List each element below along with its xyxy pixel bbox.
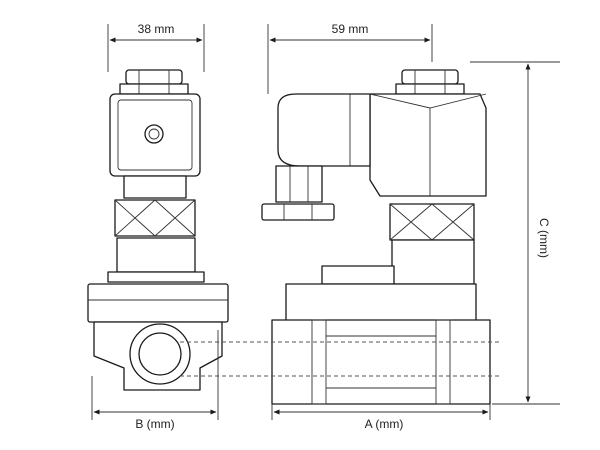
side-connector-plug <box>261 93 371 221</box>
dim-a: A (mm) <box>271 404 491 431</box>
dim-b: B (mm) <box>91 330 219 431</box>
front-coil-housing <box>109 93 201 199</box>
front-screw-icon <box>144 124 164 144</box>
dim-label-38mm: 38 mm <box>138 22 175 36</box>
side-view <box>180 69 500 405</box>
side-bonnet <box>321 239 475 285</box>
dim-38mm: 38 mm <box>107 22 205 72</box>
dim-label-c: C (mm) <box>537 218 551 258</box>
front-valve-body <box>87 283 229 391</box>
front-bonnet <box>107 237 205 283</box>
front-hex-nut <box>114 199 196 237</box>
front-view <box>87 69 229 391</box>
front-top-nut <box>119 69 189 95</box>
dim-59mm: 59 mm <box>267 22 433 94</box>
dim-c: C (mm) <box>470 61 560 405</box>
dim-label-a: A (mm) <box>365 417 404 431</box>
side-coil-housing <box>369 93 487 197</box>
side-top-nut <box>395 69 465 95</box>
port-hidden-lines <box>180 341 500 377</box>
dim-label-b: B (mm) <box>135 417 174 431</box>
dim-label-59mm: 59 mm <box>332 22 369 36</box>
side-valve-body <box>271 283 491 405</box>
side-hex-nut <box>389 203 475 241</box>
front-port-inner <box>138 332 182 376</box>
